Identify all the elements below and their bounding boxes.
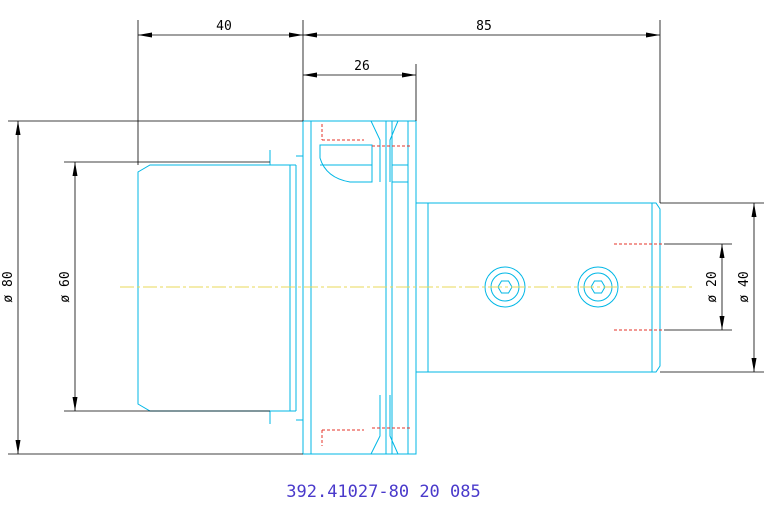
dim-outer-diameter: ø 80 <box>1 271 16 302</box>
taper-body <box>137 164 296 412</box>
dim-shank-diameter: ø 40 <box>737 271 752 302</box>
dimension-lines <box>8 20 764 455</box>
key-slot <box>319 144 373 183</box>
dim-total-length: 85 <box>476 19 492 34</box>
dim-bore-diameter: ø 20 <box>705 271 720 302</box>
hidden-lines <box>321 124 664 446</box>
dim-left-length: 40 <box>216 19 232 34</box>
dim-flange-length: 26 <box>354 59 370 74</box>
part-number-caption: 392.41027-80 20 085 <box>286 482 481 502</box>
dim-taper-diameter: ø 60 <box>58 271 73 302</box>
